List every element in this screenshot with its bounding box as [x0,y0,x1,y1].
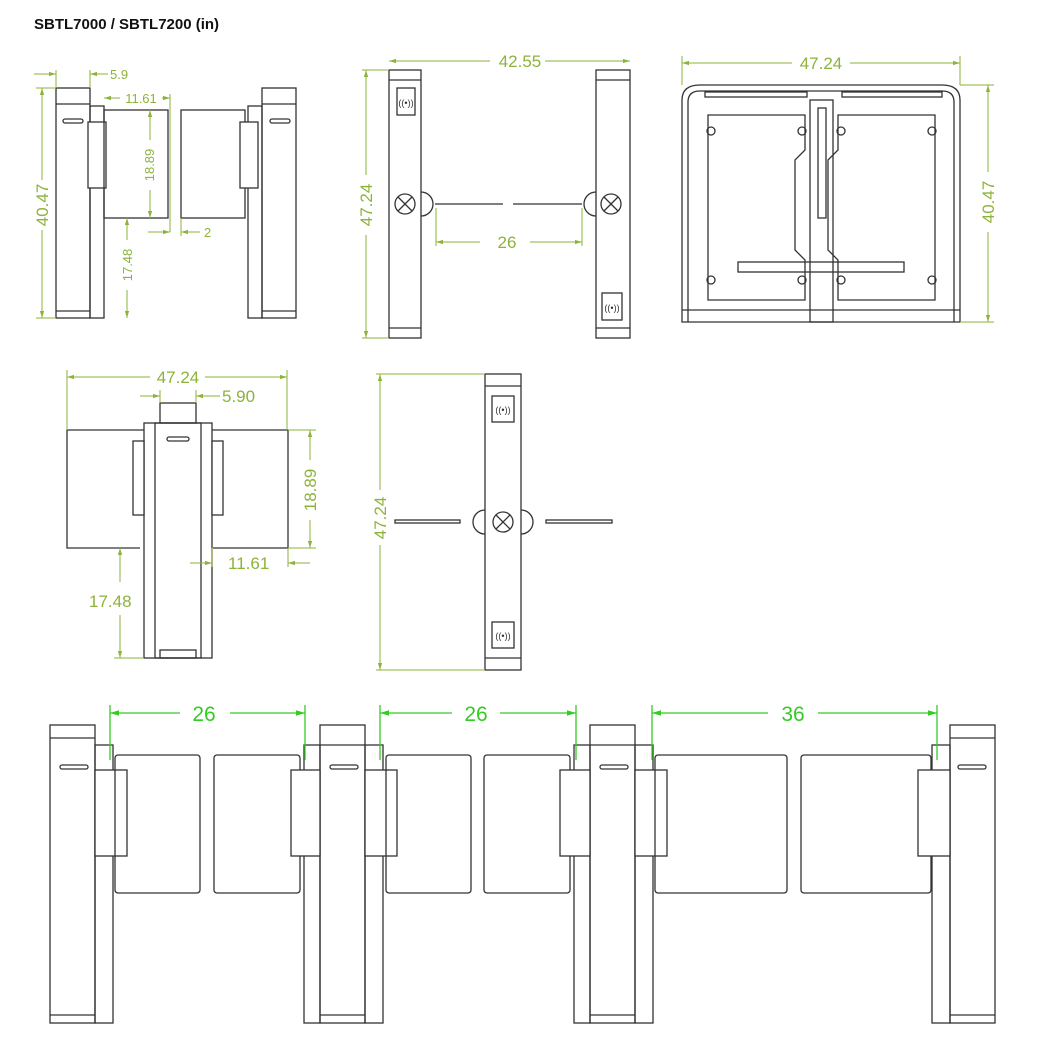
dim-passage-width: 26 [498,233,517,252]
dim-floor-height: 17.48 [120,249,135,282]
multi-lane-view: 26 26 36 [49,703,996,1024]
dim-pillar-width: 5.9 [110,67,128,82]
dim-total-height: 40.47 [33,184,52,227]
svg-text:((•)): ((•)) [398,98,413,108]
front-view: 40.47 5.9 11.61 18.89 2 17.48 [33,67,297,319]
dim-panel-height: 18.89 [142,149,157,182]
dim-panel-width: 11.61 [125,91,157,106]
pillar-1 [49,724,128,1024]
dim-side-height: 40.47 [979,181,998,224]
dim-open-floor-height: 17.48 [89,592,132,611]
top-view: ((•)) ((•)) 42.55 47.24 26 [357,52,631,339]
pillar-4 [917,724,996,1024]
dim-side-depth: 47.24 [800,54,843,73]
dim-single-depth: 47.24 [371,497,390,540]
dim-gap: 2 [204,225,211,240]
drawing-title: SBTL7000 / SBTL7200 (in) [34,16,220,33]
top-single-view: ((•)) ((•)) 47.24 [371,373,613,671]
dim-open-panel-height: 18.89 [301,469,320,512]
dim-open-panel-width: 11.61 [228,554,269,573]
dim-lane-1: 26 [192,703,215,726]
dim-lane-3: 36 [781,703,804,726]
svg-text:((•)): ((•)) [604,303,619,313]
svg-text:((•)): ((•)) [495,631,510,641]
pillar-2 [290,724,398,1024]
side-view: 47.24 40.47 [681,54,998,323]
pillar-3 [559,724,668,1024]
dim-open-pillar: 5.90 [222,387,255,406]
side-open-view: 47.24 5.90 18.89 11.61 17.48 [66,368,320,659]
svg-text:((•)): ((•)) [495,405,510,415]
dim-open-width: 47.24 [157,368,200,387]
dim-lane-2: 26 [464,703,487,726]
dim-overall-width: 42.55 [499,52,542,71]
dim-depth: 47.24 [357,184,376,227]
